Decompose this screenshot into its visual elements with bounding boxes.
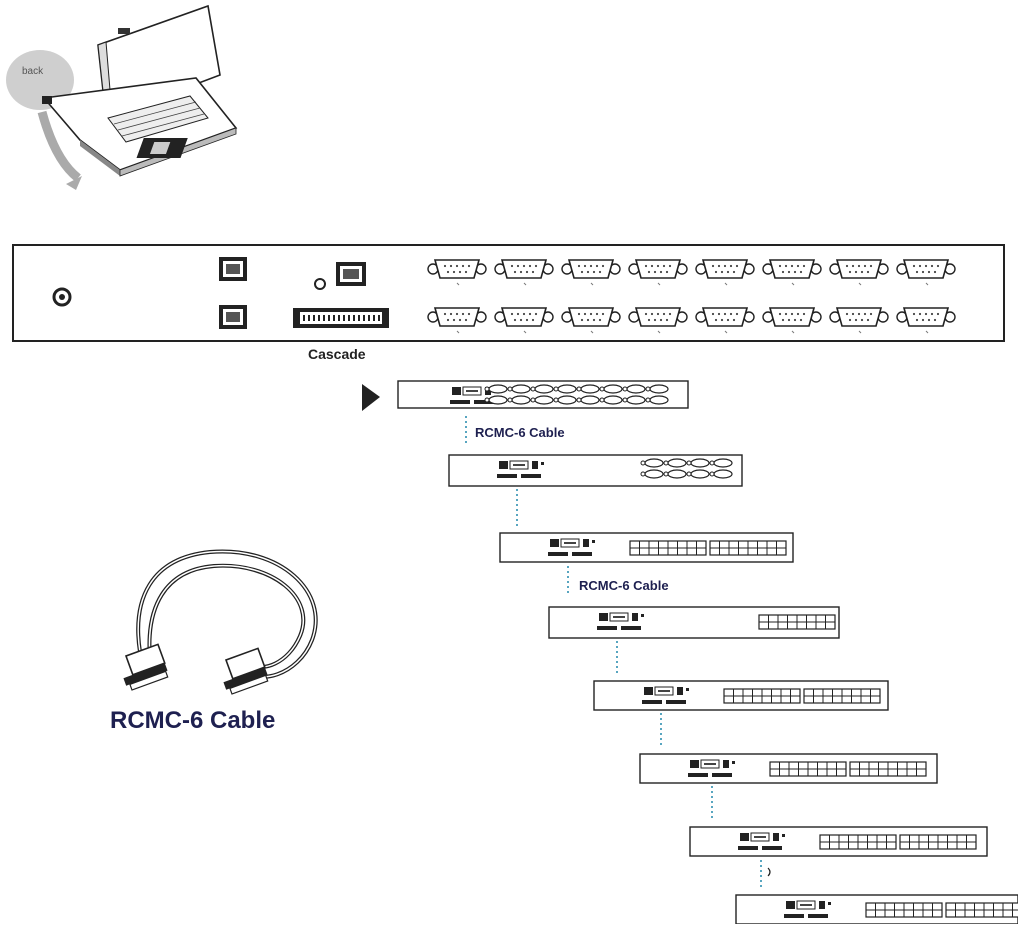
kvm-unit (548, 606, 840, 639)
vga-port (829, 259, 889, 286)
rj45-port-bottom (219, 305, 247, 329)
vga-port (762, 307, 822, 334)
rear-panel (12, 244, 1005, 342)
back-label: back (22, 66, 44, 77)
kvm-unit (639, 753, 938, 784)
cable-illustration (123, 549, 318, 695)
vga-port (896, 307, 956, 334)
vga-port (427, 307, 487, 334)
kvm-unit (593, 680, 889, 711)
rj45-port-cascade-side (336, 262, 366, 286)
vga-port (628, 259, 688, 286)
cable-connector-right (223, 647, 269, 695)
vga-port (427, 259, 487, 286)
vga-port (494, 307, 554, 334)
cascade-connector (293, 308, 389, 328)
vga-port (494, 259, 554, 286)
link-tick (767, 867, 771, 877)
vga-port (695, 259, 755, 286)
kvm-unit (448, 454, 743, 487)
vga-port (561, 307, 621, 334)
cable-label-upper: RCMC-6 Cable (475, 425, 565, 440)
chain-links (465, 416, 762, 890)
vga-port-row (427, 259, 956, 334)
vga-port (628, 307, 688, 334)
vga-port (896, 259, 956, 286)
daisy-chain (397, 380, 1018, 925)
cable-label-large: RCMC-6 Cable (110, 707, 276, 734)
vga-port (829, 307, 889, 334)
vga-port (762, 259, 822, 286)
cable-connector-left (123, 643, 169, 691)
vga-port (561, 259, 621, 286)
console-drawer (6, 4, 238, 190)
cascade-label: Cascade (308, 346, 366, 362)
kvm-unit (499, 532, 794, 563)
kvm-unit (397, 380, 689, 409)
cable-label-middle: RCMC-6 Cable (579, 578, 669, 593)
kvm-unit (689, 826, 988, 857)
vga-port (695, 307, 755, 334)
kvm-unit (735, 894, 1018, 925)
cascade-arrow (362, 384, 380, 411)
rj45-port-top (219, 257, 247, 281)
